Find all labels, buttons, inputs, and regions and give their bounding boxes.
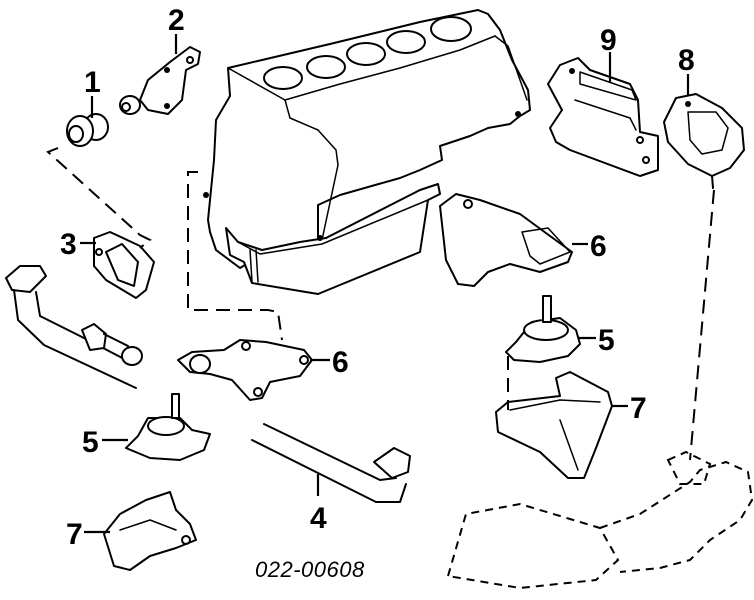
callouts: 1 2 3 4 5 5 6 6 7 7 8 9 (60, 4, 695, 551)
part-upper-bracket (119, 34, 201, 115)
part-mount-bracket-top (547, 52, 659, 177)
cylinder-bore-2 (306, 55, 346, 79)
part-support-bracket-left (84, 491, 197, 571)
callout-4: 4 (310, 502, 327, 535)
cylinder-bore-4 (386, 30, 426, 54)
callout-6-front: 6 (332, 346, 349, 379)
alignment-lines (46, 147, 715, 461)
cylinder-bore-5 (430, 16, 472, 42)
part-engine-mount-right (505, 295, 596, 363)
callout-8: 8 (678, 44, 695, 77)
callout-7-left: 7 (66, 518, 83, 551)
callout-1: 1 (84, 66, 101, 99)
callout-5-right: 5 (598, 324, 615, 357)
cylinder-bore-3 (346, 42, 386, 66)
callout-2: 2 (168, 4, 185, 37)
part-gasket-plate (80, 231, 155, 299)
callout-9: 9 (600, 24, 617, 57)
callout-7-right: 7 (630, 392, 647, 425)
part-mount-bracket-rear (439, 193, 588, 287)
callout-5-left: 5 (82, 426, 99, 459)
part-code: 022-00608 (255, 557, 365, 582)
part-torque-rod-right (251, 423, 411, 503)
part-transmission-mount (663, 74, 745, 189)
callout-3: 3 (60, 228, 77, 261)
engine-block (203, 9, 531, 295)
part-mount-bracket-front (177, 339, 330, 401)
subframe (446, 450, 754, 590)
part-bushing (66, 96, 109, 147)
part-torque-rod-left (5, 265, 143, 389)
callout-6-rear: 6 (590, 230, 607, 263)
part-support-bracket-right (495, 371, 628, 479)
cylinder-bore-1 (263, 66, 303, 90)
part-engine-mount-left (102, 393, 211, 461)
